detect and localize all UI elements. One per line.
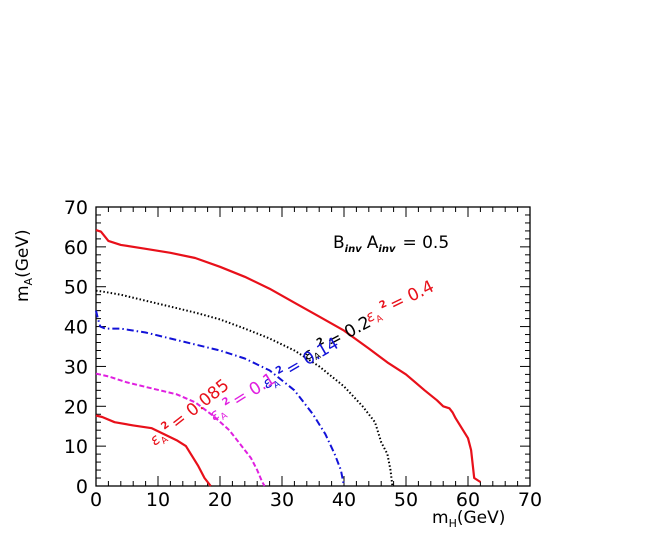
- contour-line-3: [95, 310, 345, 487]
- contour-label-part: = 0.4: [387, 277, 438, 315]
- x-axis-title-sub: H: [449, 517, 457, 530]
- contour-label-part: 2: [315, 336, 326, 349]
- contour-label-1: εA2= 0.4: [362, 277, 438, 329]
- contour-line-5: [95, 414, 212, 487]
- annotation-a: A: [367, 233, 379, 253]
- y-tick-label: 0: [76, 476, 88, 498]
- x-axis-title: mH(GeV): [432, 508, 505, 530]
- annotation-b: B: [333, 233, 345, 253]
- annotation-rest: = 0.5: [402, 233, 449, 253]
- contour-label-part: 2: [274, 364, 286, 377]
- y-tick-label: 60: [64, 237, 88, 259]
- x-tick-label: 10: [146, 489, 170, 511]
- y-tick-label: 70: [64, 197, 88, 219]
- contour-label-part: A: [272, 379, 283, 391]
- y-axis-title-unit: (GeV): [13, 229, 33, 278]
- contour-label-part: A: [219, 410, 230, 422]
- x-axis-title-unit: (GeV): [457, 508, 506, 528]
- contour-line-4: [95, 372, 266, 487]
- contour-label-part: A: [313, 351, 324, 363]
- annotation-a-sub: inv: [378, 244, 396, 255]
- annotation-b-sub: inv: [345, 244, 363, 255]
- x-tick-label: 50: [394, 489, 418, 511]
- y-axis-title-main: m: [13, 285, 33, 302]
- y-tick-label: 40: [64, 317, 88, 339]
- contour-label-part: A: [375, 313, 386, 325]
- y-tick-label: 50: [64, 277, 88, 299]
- x-tick-label: 60: [456, 489, 480, 511]
- contour-line-1: [95, 229, 481, 483]
- y-axis-title: mA(GeV): [13, 229, 35, 302]
- y-tick-label: 20: [64, 396, 88, 418]
- x-tick-label: 40: [332, 489, 356, 511]
- contour-label-part: = 0.14: [283, 334, 343, 380]
- plot-frame: [95, 206, 531, 487]
- y-tick-label: 10: [64, 436, 88, 458]
- contour-label-part: = 0.1: [229, 369, 279, 411]
- axis-tick-labels: 0 10 20 30 40 50 60 70 0 10 20 30 40 50 60 70: [64, 197, 542, 511]
- contour-label-part: 2: [378, 298, 389, 311]
- x-tick-label: 20: [208, 489, 232, 511]
- x-tick-label: 70: [518, 489, 542, 511]
- x-tick-label: 30: [270, 489, 294, 511]
- y-tick-label: 30: [64, 356, 88, 378]
- contour-label-part: A: [159, 434, 171, 446]
- y-axis-title-sub: A: [22, 277, 35, 285]
- contour-curves: [95, 229, 481, 487]
- contour-label-part: 2: [221, 395, 233, 408]
- x-axis-title-main: m: [432, 508, 449, 528]
- x-tick-label: 0: [90, 489, 102, 511]
